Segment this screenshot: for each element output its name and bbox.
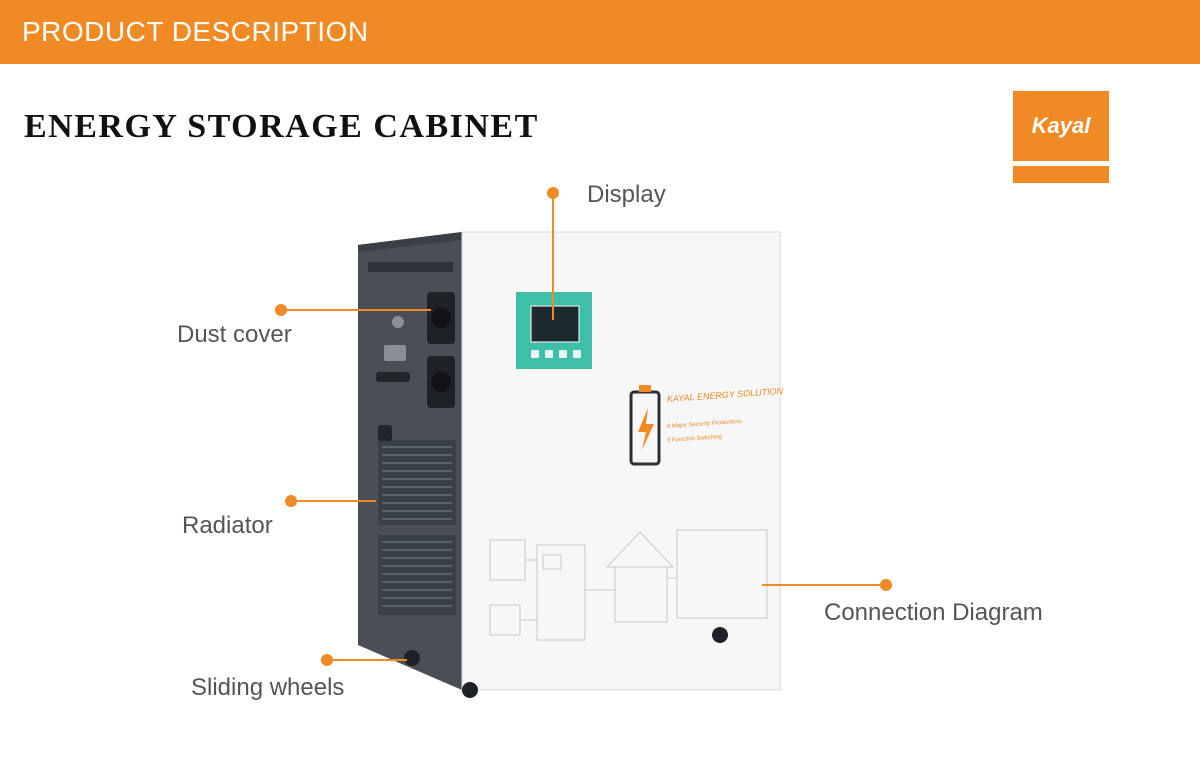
cabinet-controls (376, 316, 410, 441)
panel-line-1: 6 Major Security Protections (667, 419, 742, 430)
cabinet-front-panel (461, 231, 781, 691)
sliding-wheels-label: Sliding wheels (191, 674, 345, 701)
radiator-holes (382, 446, 452, 607)
connection-diagram-callout-line (762, 584, 884, 586)
connection-diagram-callout-dot (880, 579, 892, 591)
product-title: ENERGY STORAGE CABINET (24, 108, 539, 145)
logo-text: Kayal (1031, 113, 1091, 138)
header-bar: PRODUCT DESCRIPTION (0, 0, 1200, 64)
logo-strip (1013, 166, 1109, 183)
logo-box: Kayal (1013, 91, 1109, 161)
connection-diagram-label: Connection Diagram (824, 599, 1043, 626)
sliding-wheels (404, 627, 728, 698)
header-title: PRODUCT DESCRIPTION (22, 16, 369, 47)
dust-cover-callout-line (281, 309, 431, 311)
dust-cover-label: Dust cover (177, 321, 292, 348)
radiator-label: Radiator (182, 512, 273, 539)
display-callout-dot (547, 187, 559, 199)
connection-diagram-sketch (489, 529, 768, 641)
display-screen (530, 305, 580, 343)
display-callout-line (552, 195, 554, 320)
display-buttons (531, 350, 581, 358)
dust-cover-sockets (427, 292, 455, 408)
brand-logo: Kayal (1013, 91, 1109, 183)
radiator-callout-line (291, 500, 376, 502)
panel-line-2: 3 Function Switching (667, 434, 723, 444)
cabinet-slot (368, 262, 453, 272)
display-label: Display (587, 181, 666, 208)
lightning-icon (638, 408, 654, 450)
sliding-wheels-callout-line (327, 659, 407, 661)
